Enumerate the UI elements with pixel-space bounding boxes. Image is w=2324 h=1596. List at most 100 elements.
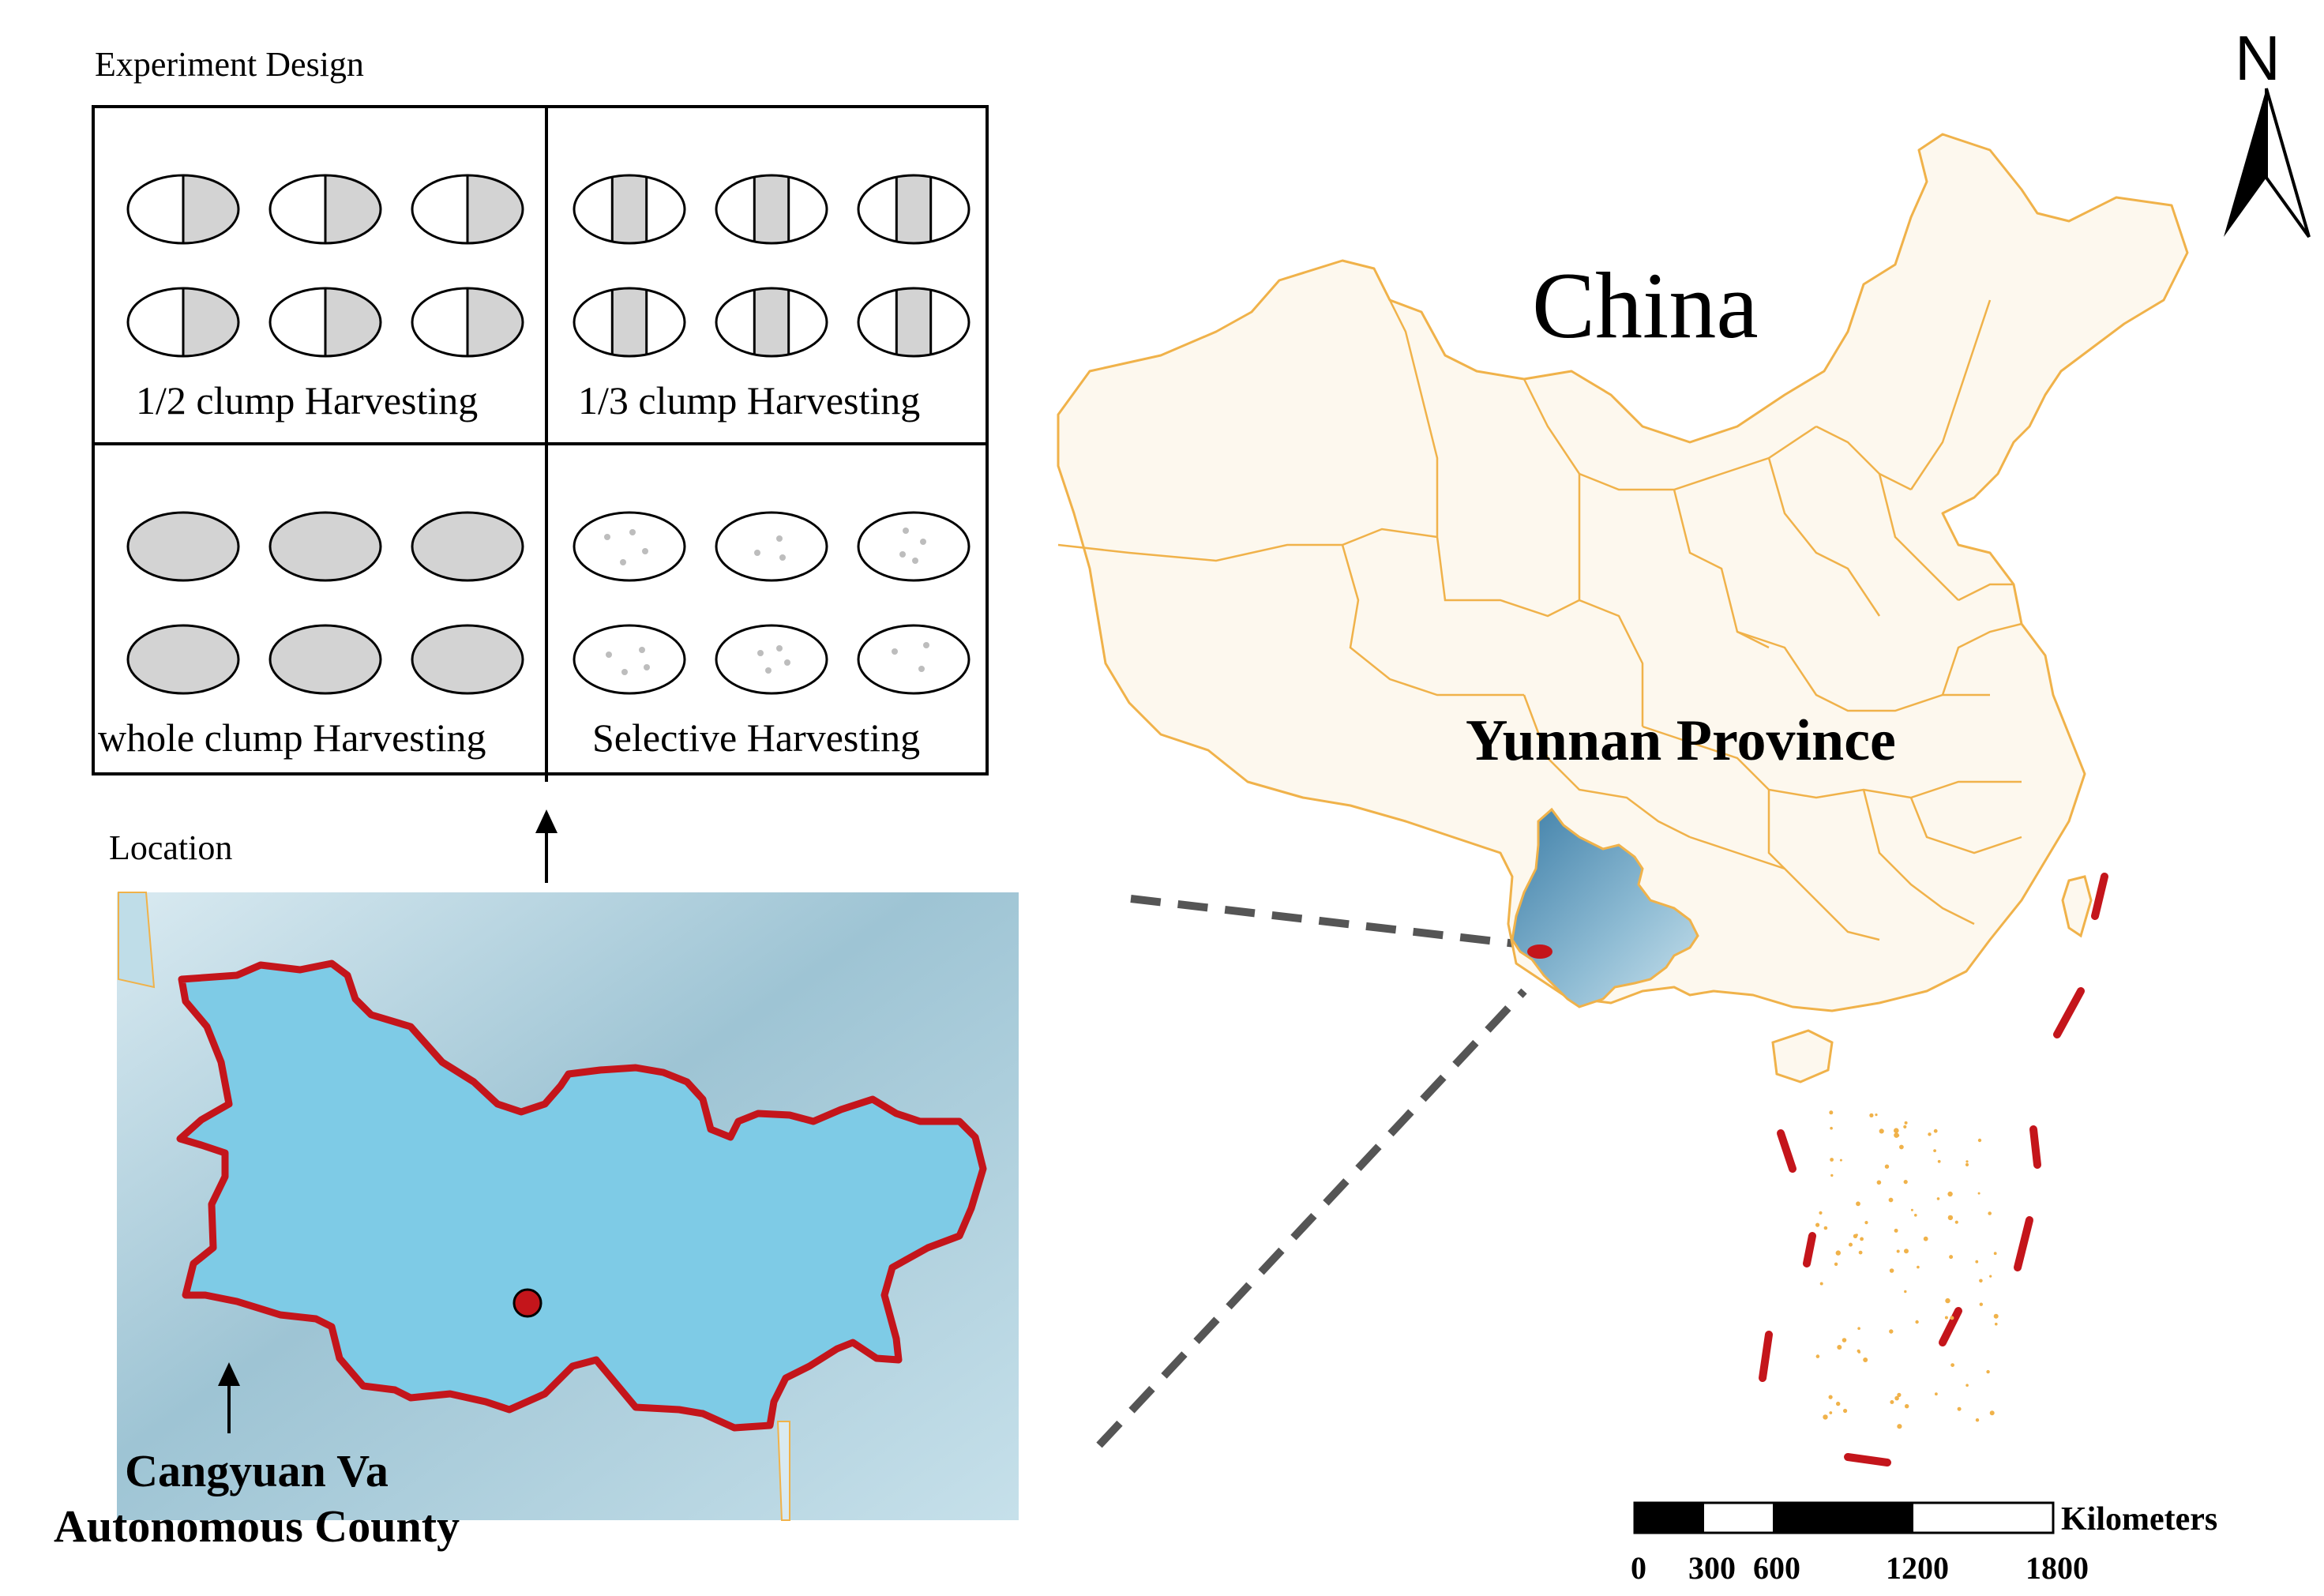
- province-label: Yunnan Province: [1466, 708, 1896, 773]
- arrow-up-icon: [218, 1362, 240, 1386]
- island-dot: [1834, 1262, 1838, 1267]
- leader-lines: [1096, 895, 1537, 1448]
- north-label: N: [2235, 23, 2281, 93]
- island-dot: [1837, 1345, 1842, 1350]
- island-dot: [1829, 1110, 1834, 1115]
- island-dot: [1957, 1406, 1962, 1411]
- yunnan-province: [1511, 807, 1699, 1008]
- island-dot: [1823, 1226, 1828, 1230]
- leader-line-upper: [1130, 895, 1537, 950]
- clump-selective: [857, 511, 971, 582]
- clump-third: [857, 174, 971, 245]
- clump-selective: [857, 624, 971, 695]
- island-dot: [1889, 1329, 1894, 1334]
- island-dot: [1828, 1395, 1833, 1399]
- panel-label-third: 1/3 clump Harvesting: [578, 378, 921, 422]
- island-dot: [1843, 1408, 1848, 1414]
- island-dot: [1979, 1279, 1983, 1283]
- island-dot: [1965, 1160, 1969, 1163]
- island-dot: [1888, 1197, 1894, 1203]
- island-dot: [1988, 1211, 1992, 1215]
- clump-whole: [411, 511, 524, 582]
- scale-tick-label: 1800: [2026, 1550, 2089, 1586]
- county-highlight-marker: [1527, 944, 1552, 959]
- island-dot: [1923, 1236, 1928, 1241]
- island-dot: [1914, 1214, 1917, 1217]
- scale-segment: [1635, 1503, 1704, 1533]
- island-dot: [1860, 1237, 1864, 1241]
- island-dot: [1894, 1395, 1899, 1401]
- island-dot: [1903, 1180, 1908, 1185]
- location-title: Location: [109, 828, 233, 867]
- study-site-marker: [512, 1288, 543, 1318]
- island-dot: [1897, 1392, 1902, 1397]
- island-dot: [1935, 1392, 1938, 1396]
- island-dot: [1815, 1354, 1820, 1358]
- clump-selective: [715, 624, 828, 695]
- island-dot: [1842, 1338, 1847, 1343]
- island-dot: [1944, 1316, 1948, 1320]
- island-dot: [1819, 1282, 1823, 1286]
- island-dot: [1986, 1369, 1990, 1374]
- county-boundary: [176, 959, 987, 1432]
- clump-selective: [573, 624, 686, 695]
- island-dot: [1977, 1138, 1982, 1143]
- clump-whole: [268, 624, 382, 695]
- island-dot: [1933, 1149, 1937, 1152]
- hainan-island: [1771, 1029, 1834, 1083]
- island-dot: [1836, 1401, 1841, 1406]
- island-dot: [1896, 1249, 1900, 1253]
- island-dot: [1905, 1404, 1909, 1409]
- scale-units-label: Kilometers: [2061, 1501, 2218, 1538]
- north-arrow-icon: [2224, 88, 2311, 238]
- island-dot: [1965, 1162, 1969, 1166]
- island-dot: [1950, 1363, 1955, 1367]
- clump-third: [715, 174, 828, 245]
- island-dot: [1993, 1313, 1999, 1319]
- design-title: Experiment Design: [95, 45, 364, 84]
- clump-whole: [126, 624, 240, 695]
- island-dot: [1876, 1180, 1882, 1185]
- island-dot: [1933, 1128, 1938, 1133]
- island-dot: [1977, 1192, 1980, 1195]
- panel-label-whole: whole clump Harvesting: [98, 715, 486, 760]
- island-dot: [1823, 1414, 1828, 1420]
- island-dot: [1899, 1144, 1904, 1150]
- clump-third: [573, 287, 686, 358]
- island-dot: [1839, 1159, 1842, 1162]
- island-dot: [1903, 1125, 1907, 1128]
- island-dot: [1989, 1410, 1995, 1416]
- island-dot: [1830, 1126, 1833, 1130]
- clump-third: [715, 287, 828, 358]
- island-dot: [1947, 1191, 1953, 1197]
- scale-bar: [1633, 1501, 2055, 1534]
- location-panel: [117, 809, 1019, 1521]
- island-dot: [1910, 1208, 1913, 1211]
- island-dot: [1835, 1250, 1841, 1256]
- clump-whole: [126, 511, 240, 582]
- island-dot: [1894, 1228, 1898, 1233]
- island-dot: [1928, 1132, 1932, 1136]
- island-dot: [1904, 1121, 1908, 1125]
- island-dot: [1915, 1320, 1919, 1324]
- island-dot: [1904, 1290, 1907, 1294]
- scale-tick-label: 600: [1753, 1550, 1800, 1586]
- island-dot: [1965, 1384, 1969, 1387]
- island-dot: [1937, 1159, 1941, 1163]
- island-dot: [1904, 1249, 1909, 1254]
- taiwan-island: [2061, 875, 2093, 938]
- island-dot: [1979, 1302, 1983, 1306]
- nine-dash-line: [1759, 873, 2108, 1466]
- scale-segment: [1773, 1503, 1913, 1533]
- clump-half: [126, 287, 240, 358]
- clump-selective: [715, 511, 828, 582]
- island-dot: [1858, 1250, 1863, 1255]
- china-map: [1057, 133, 2189, 1466]
- terrain-edge-patch: [118, 892, 156, 989]
- clump-selective: [573, 511, 686, 582]
- island-dot: [1894, 1128, 1899, 1133]
- experiment-design-panel: [92, 105, 989, 782]
- island-dot: [1897, 1424, 1902, 1429]
- island-dot: [1936, 1197, 1940, 1200]
